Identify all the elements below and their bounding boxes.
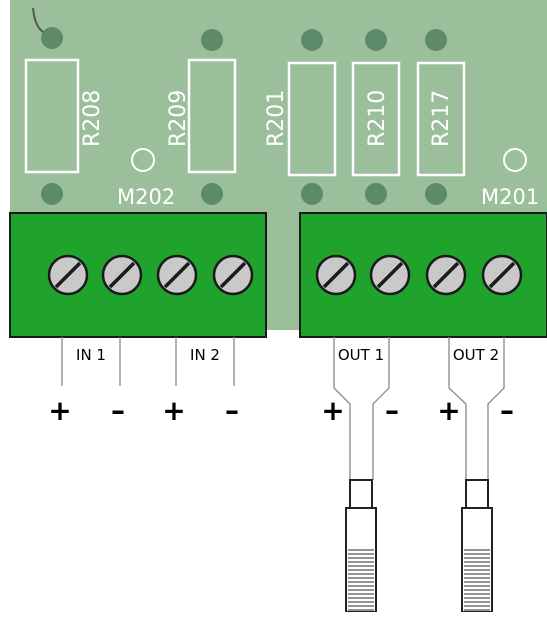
input-wires (61, 337, 235, 386)
polarity-in1-plus: + (48, 394, 71, 427)
via-row-top (41, 27, 447, 51)
polarity-out2-minus: – (500, 394, 514, 427)
resistor-body (416, 61, 466, 177)
probe-body (461, 507, 493, 613)
test-point-ring (503, 148, 527, 172)
label-out2: OUT 2 (453, 346, 499, 364)
screw-slot (488, 261, 516, 289)
resistor-r201: R201 (264, 61, 337, 177)
probe-out-2 (461, 479, 493, 613)
screw-slot (219, 261, 247, 289)
via (425, 29, 447, 51)
via (365, 183, 387, 205)
test-point-ring (131, 148, 155, 172)
resistor-body (287, 61, 337, 177)
screw-terminal (315, 254, 357, 296)
screw-terminal (212, 254, 254, 296)
output-wires (333, 337, 505, 480)
test-point-m201: M201 (481, 148, 539, 209)
polarity-out1-minus: – (385, 394, 399, 427)
resistor-label: R209 (166, 90, 191, 147)
via (201, 29, 223, 51)
polarity-in1-minus: – (111, 394, 125, 427)
polarity-in2-minus: – (225, 394, 239, 427)
polarity-out2-plus: + (437, 394, 460, 427)
screw-terminal (156, 254, 198, 296)
resistor-label: R201 (264, 90, 289, 147)
resistor-body (351, 61, 401, 177)
screw-terminal (369, 254, 411, 296)
screw-terminal (425, 254, 467, 296)
via (365, 29, 387, 51)
test-point-label: M201 (481, 185, 539, 209)
test-point-m202: M202 (117, 148, 175, 209)
resistor-r208: R208 (24, 58, 105, 174)
wire-out2-minus (487, 337, 505, 480)
probe-cap (349, 479, 373, 509)
resistor-r210: R210 (351, 61, 401, 177)
resistor-label: R217 (429, 90, 454, 147)
resistor-label: R208 (80, 90, 105, 147)
resistor-r209: R209 (166, 58, 237, 174)
screw-slot (432, 261, 460, 289)
screw-slot (108, 261, 136, 289)
polarity-out1-plus: + (321, 394, 344, 427)
screw-terminal (101, 254, 143, 296)
polarity-in2-plus: + (162, 394, 185, 427)
label-in2: IN 2 (190, 346, 220, 364)
via (301, 183, 323, 205)
resistor-body (24, 58, 80, 174)
via (425, 183, 447, 205)
screw-slot (376, 261, 404, 289)
polarity-labels: + – + – + – + – (48, 394, 514, 427)
screw-terminal (47, 254, 89, 296)
via (201, 183, 223, 205)
label-in1: IN 1 (76, 346, 106, 364)
resistor-label: R210 (365, 90, 390, 147)
wire-out1-plus (333, 337, 351, 480)
via-row-bottom (41, 183, 447, 205)
wire-out2-plus (448, 337, 467, 480)
label-out1: OUT 1 (338, 346, 384, 364)
probe-cap (465, 479, 489, 509)
screw-slot (54, 261, 82, 289)
resistor-r217: R217 (416, 61, 466, 177)
probe-out-1 (345, 479, 377, 613)
via (41, 183, 63, 205)
probe-body (345, 507, 377, 613)
resistor-body (187, 58, 237, 174)
screw-slot (163, 261, 191, 289)
screw-group (47, 254, 523, 296)
wire-out1-minus (372, 337, 390, 480)
via (41, 27, 63, 49)
test-point-label: M202 (117, 185, 175, 209)
screw-slot (322, 261, 350, 289)
via (301, 29, 323, 51)
screw-terminal (481, 254, 523, 296)
